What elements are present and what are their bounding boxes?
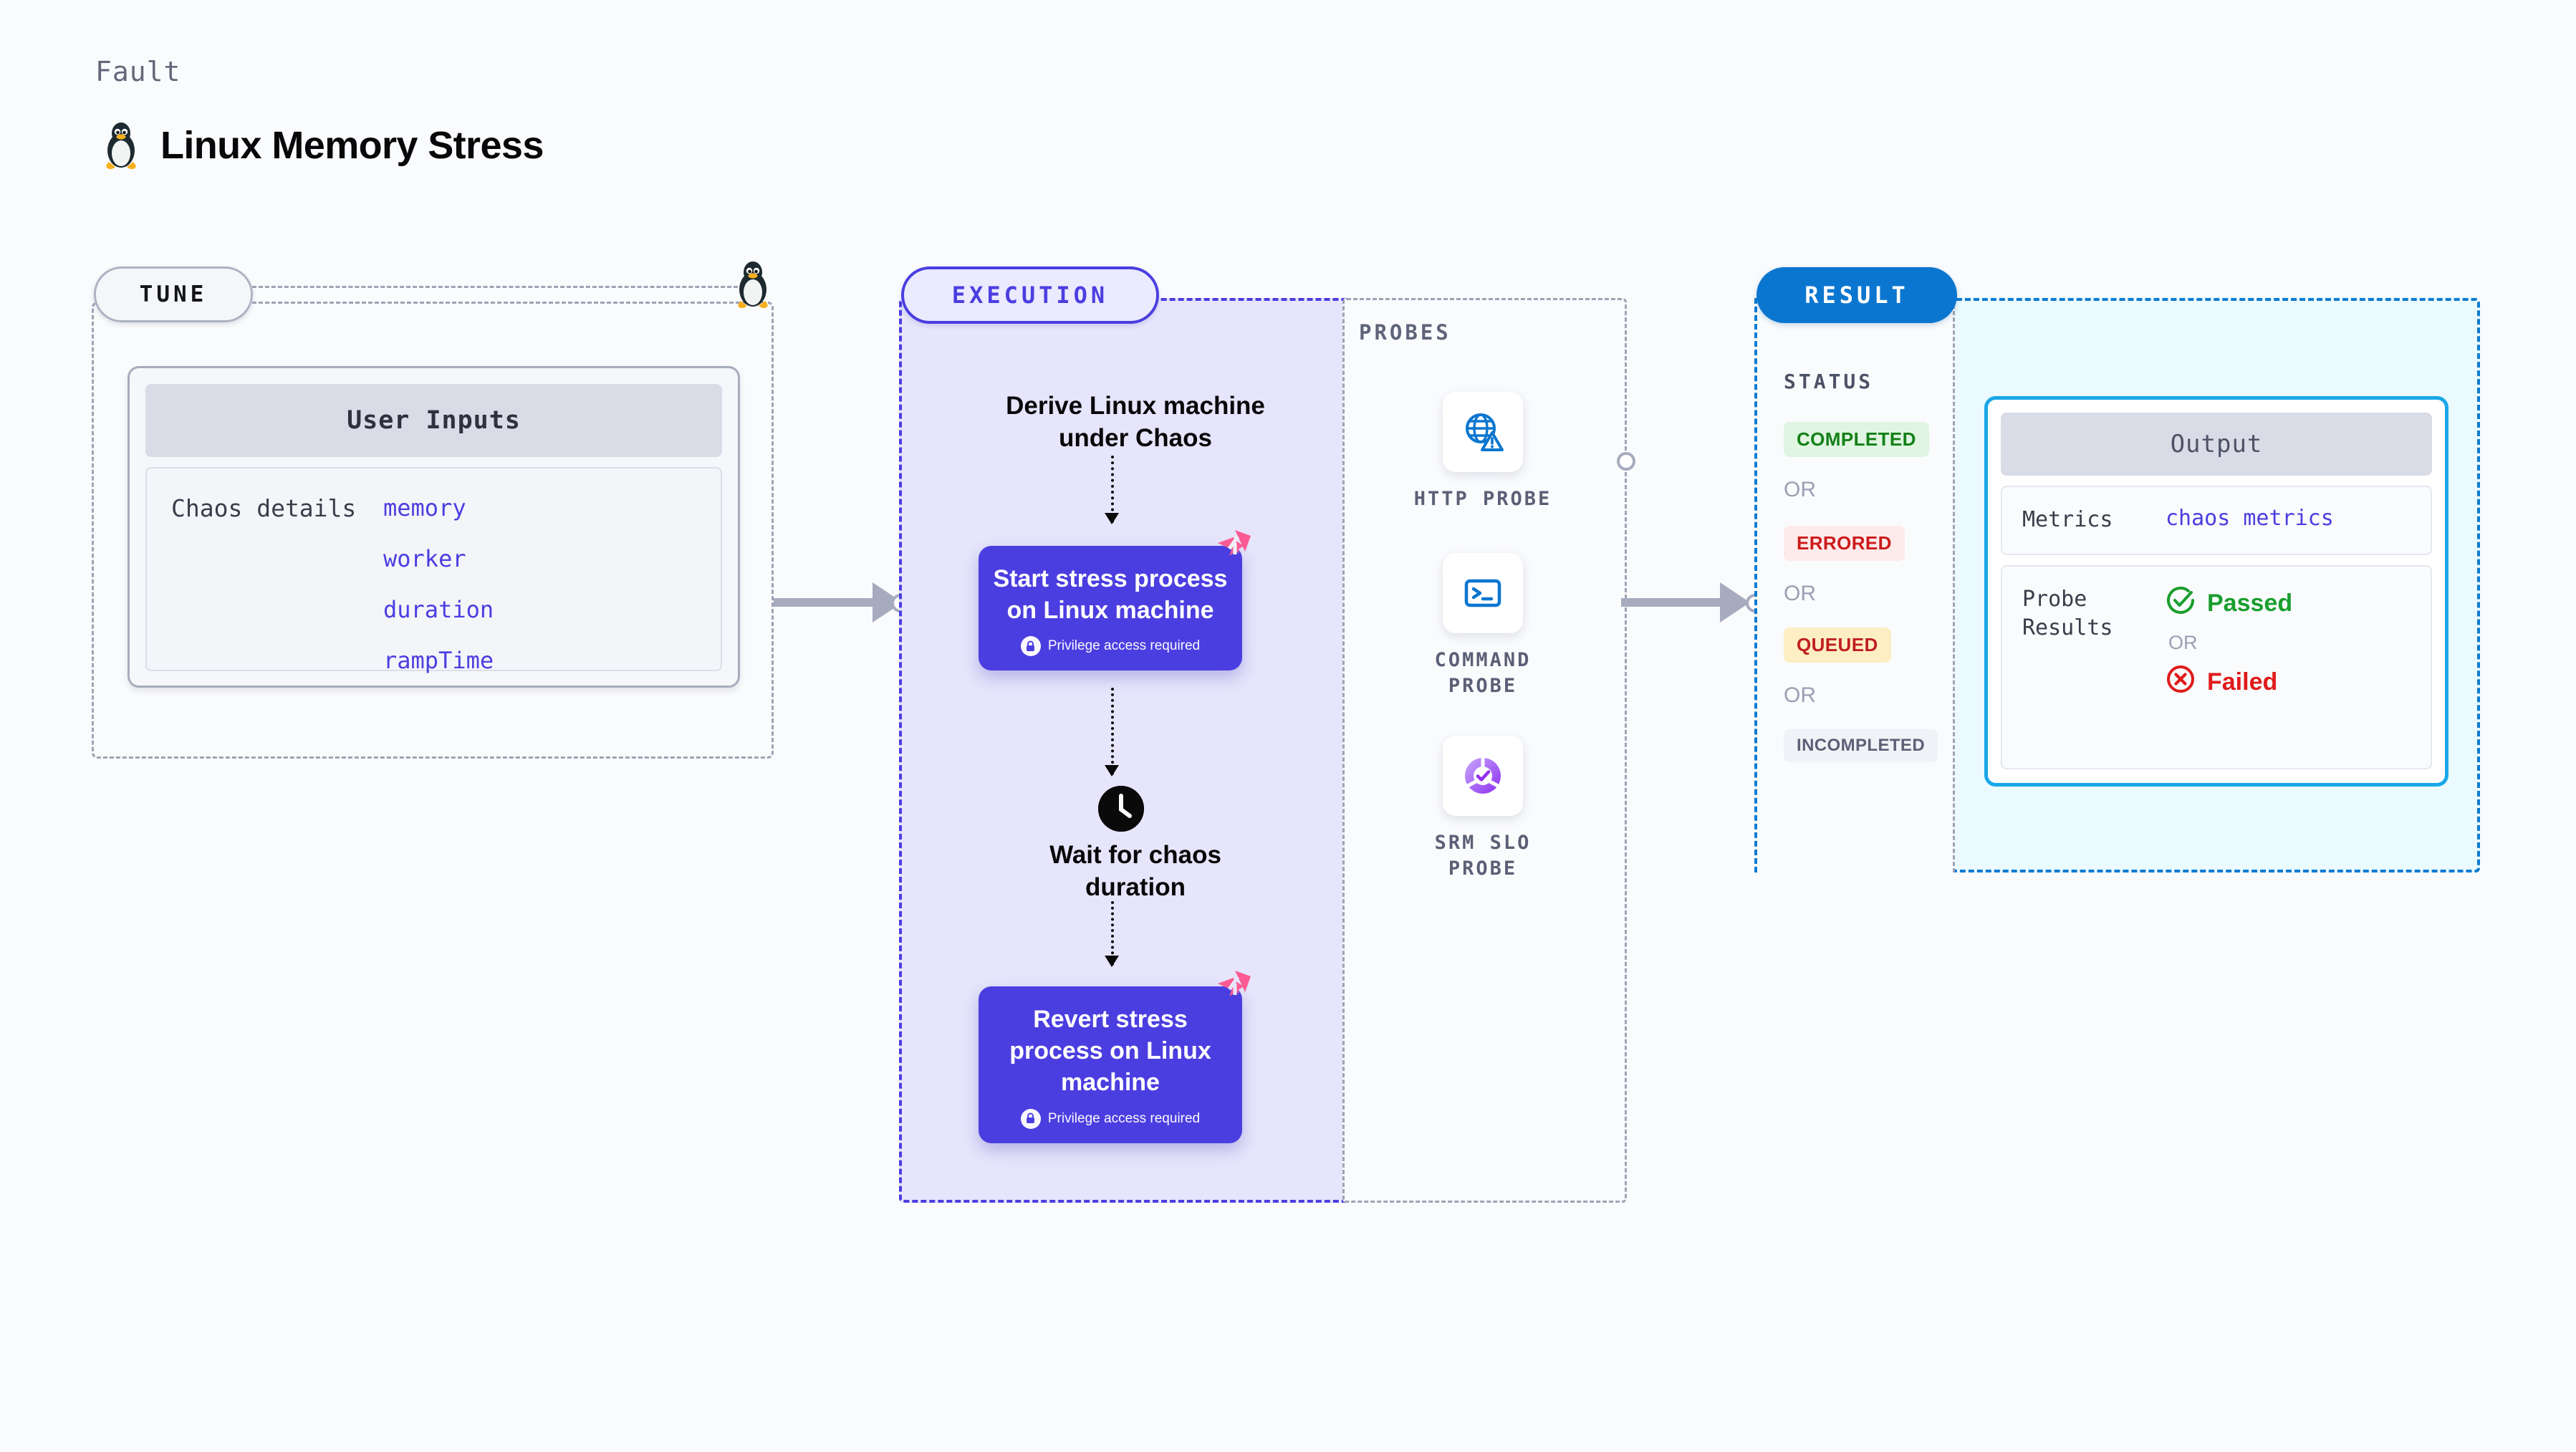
- tune-to-execution-arrow: [774, 582, 903, 622]
- output-header: Output: [2001, 413, 2432, 476]
- chaos-details-label: Chaos details: [171, 494, 357, 522]
- page-title-row: Linux Memory Stress: [100, 120, 544, 170]
- execution-card-start-stress[interactable]: Start stress process on Linux machine Pr…: [979, 530, 1251, 671]
- probe-tile-http[interactable]: HTTP PROBE: [1400, 392, 1565, 512]
- execution-card-title: Revert stress process on Linux machine: [1009, 1006, 1211, 1097]
- user-inputs-header: User Inputs: [145, 384, 722, 457]
- slo-donut-check-icon: [1443, 736, 1523, 816]
- harness-logo-icon: [1213, 527, 1255, 572]
- page-eyebrow: Fault: [95, 56, 181, 87]
- probe-tile-command[interactable]: COMMAND PROBE: [1400, 553, 1565, 700]
- terminal-icon: [1443, 553, 1523, 633]
- status-or-2: OR: [1784, 582, 1816, 605]
- output-row-probe-results: Probe Results Passed OR: [2001, 564, 2432, 769]
- linux-penguin-icon: [100, 120, 142, 170]
- probe-result-failed: Failed: [2166, 664, 2292, 701]
- probe-caption: SRM SLO PROBE: [1434, 832, 1532, 880]
- metrics-key: Metrics: [2022, 507, 2113, 532]
- page-title: Linux Memory Stress: [160, 124, 544, 167]
- tune-stage-frame: [92, 302, 774, 759]
- harness-logo-icon: [1213, 968, 1255, 1013]
- execution-to-result-arrow: [1621, 582, 1750, 622]
- status-label: STATUS: [1784, 370, 1874, 393]
- x-circle-icon: [2166, 664, 2196, 701]
- user-inputs-card: User Inputs Chaos details memory worker …: [128, 366, 740, 688]
- status-badge-errored: ERRORED: [1784, 526, 1905, 561]
- status-badge-completed: COMPLETED: [1784, 422, 1929, 457]
- clock-icon: [1098, 786, 1144, 832]
- probe-results-key: Probe Results: [2022, 586, 2113, 641]
- chaos-param-memory[interactable]: memory: [383, 494, 466, 521]
- chaos-params-list: memory worker duration rampTime: [383, 494, 494, 674]
- probes-exit-node: [1617, 452, 1635, 471]
- check-circle-icon: [2166, 585, 2196, 622]
- metrics-value[interactable]: chaos metrics: [2166, 506, 2334, 531]
- execution-card-title: Start stress process on Linux machine: [993, 565, 1228, 625]
- chaos-param-worker[interactable]: worker: [383, 545, 466, 572]
- execution-card-revert-stress[interactable]: Revert stress process on Linux machine P…: [979, 971, 1251, 1143]
- chaos-param-duration[interactable]: duration: [383, 596, 494, 623]
- tune-connector-dashed-line: [252, 286, 738, 288]
- status-or-3: OR: [1784, 683, 1816, 707]
- privilege-note-text: Privilege access required: [1047, 638, 1201, 654]
- privilege-note-text: Privilege access required: [1047, 1110, 1201, 1126]
- status-badge-incompleted: INCOMPLETED: [1784, 729, 1938, 762]
- passed-label: Passed: [2207, 589, 2293, 617]
- result-stage-badge[interactable]: RESULT: [1756, 267, 1957, 323]
- probe-result-or: OR: [2168, 631, 2198, 653]
- execution-stage-badge[interactable]: EXECUTION: [901, 266, 1159, 324]
- output-row-metrics: Metrics chaos metrics: [2001, 486, 2432, 555]
- chaos-param-ramptime[interactable]: rampTime: [383, 647, 494, 674]
- globe-warning-icon: [1443, 392, 1523, 472]
- status-or-1: OR: [1784, 478, 1816, 501]
- lock-icon: [1020, 1108, 1041, 1129]
- probe-result-passed: Passed: [2166, 585, 2292, 622]
- user-inputs-body: Chaos details memory worker duration ram…: [145, 467, 722, 674]
- result-status-column: [1754, 298, 1955, 872]
- probe-caption: COMMAND PROBE: [1434, 649, 1532, 698]
- probe-tile-srm-slo[interactable]: SRM SLO PROBE: [1400, 736, 1565, 883]
- probes-label: PROBES: [1359, 320, 1451, 345]
- output-card: Output Metrics chaos metrics Probe Resul…: [1984, 396, 2448, 787]
- status-badge-queued: QUEUED: [1784, 628, 1891, 663]
- tune-penguin-icon: [732, 259, 774, 309]
- probe-caption: HTTP PROBE: [1413, 488, 1552, 510]
- probe-results-values: Passed OR Failed: [2166, 585, 2292, 701]
- privilege-note: Privilege access required: [993, 1108, 1228, 1129]
- tune-stage-badge[interactable]: TUNE: [94, 266, 253, 322]
- privilege-note: Privilege access required: [993, 636, 1228, 657]
- failed-label: Failed: [2207, 668, 2278, 696]
- execution-step-derive-text: Derive Linux machine under Chaos: [1006, 392, 1265, 452]
- execution-step-wait-text: Wait for chaos duration: [1049, 841, 1221, 901]
- lock-icon: [1020, 636, 1041, 657]
